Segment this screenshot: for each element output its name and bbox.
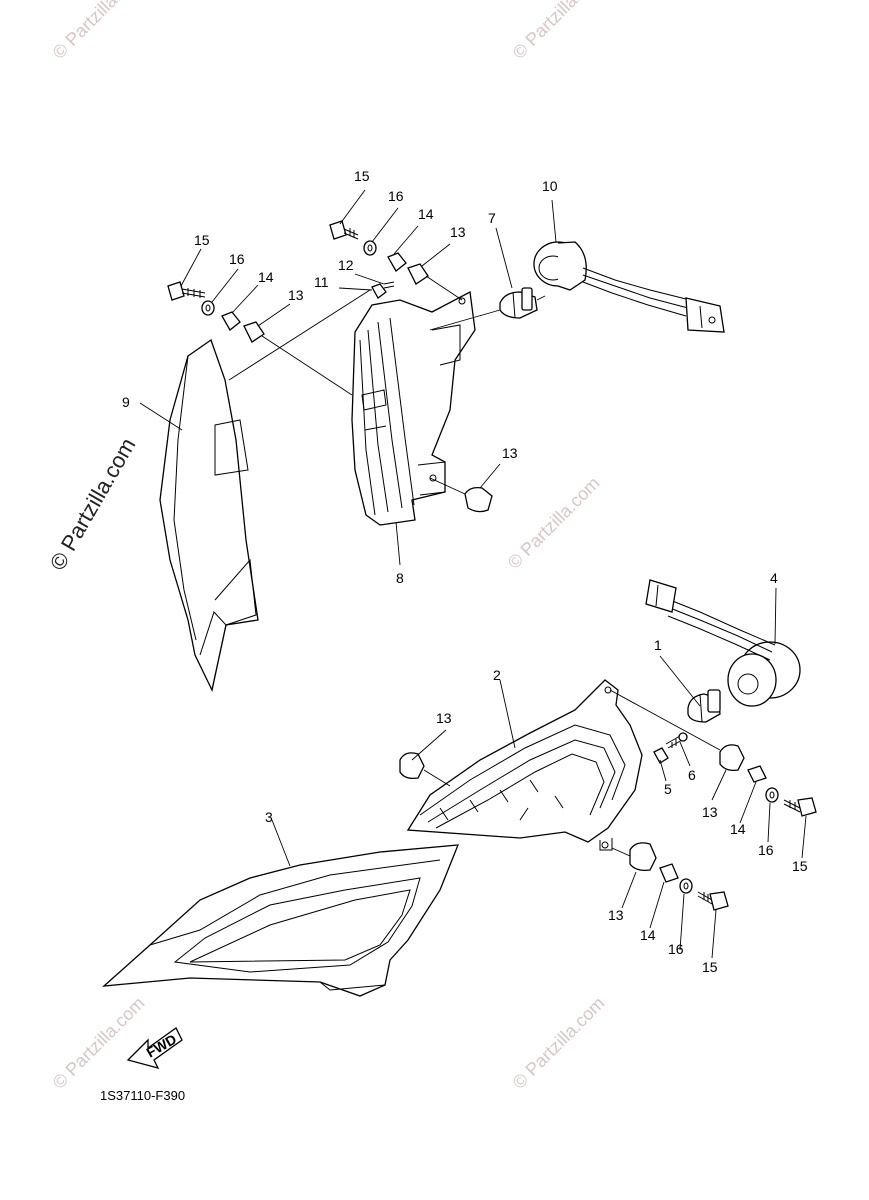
callout-14: 14	[418, 206, 434, 222]
part-10-socket-upper	[533, 241, 725, 333]
callout-12: 12	[338, 257, 354, 273]
callout-2: 2	[493, 667, 501, 683]
part-5-6-clip-screw	[653, 732, 688, 764]
upper-hardware-right	[329, 220, 429, 299]
callout-13: 13	[288, 287, 304, 303]
part-4-socket-lower	[645, 579, 801, 707]
grommet-13-lower-a	[399, 752, 425, 780]
callout-16: 16	[758, 842, 774, 858]
callout-16: 16	[668, 941, 684, 957]
leader-lines-upper	[139, 189, 557, 566]
callout-7: 7	[488, 210, 496, 226]
callout-14: 14	[730, 821, 746, 837]
watermark-main: © Partzilla.com	[45, 434, 141, 575]
part-3-cover-lower	[102, 844, 459, 997]
lower-hardware-row1	[719, 744, 817, 817]
callout-13: 13	[702, 804, 718, 820]
bolt-15-head-a	[167, 281, 185, 301]
watermark-top-left: © Partzilla.com	[49, 0, 149, 63]
grommet-13-a	[243, 321, 265, 343]
grommet-13-upper-b	[464, 486, 493, 513]
callout-13: 13	[608, 907, 624, 923]
callout-15: 15	[354, 168, 370, 184]
callout-5: 5	[664, 781, 672, 797]
callout-9: 9	[122, 394, 130, 410]
callout-6: 6	[688, 767, 696, 783]
upper-hardware-left	[167, 281, 265, 343]
part-9-cover	[159, 338, 259, 692]
callout-15: 15	[194, 232, 210, 248]
callout-14: 14	[258, 269, 274, 285]
callout-16: 16	[388, 188, 404, 204]
leader-lines-lower	[271, 587, 807, 959]
callout-11: 11	[314, 274, 329, 290]
callout-labels: 15 16 14 13 15 16 14 13 12 11 7 10 9 13 …	[122, 168, 808, 975]
callout-4: 4	[770, 570, 778, 586]
watermark-mid-right: © Partzilla.com	[504, 473, 604, 573]
callout-13: 13	[502, 445, 518, 461]
callout-10: 10	[542, 178, 558, 194]
watermark-top-right: © Partzilla.com	[509, 0, 609, 63]
collar-14-a	[221, 311, 241, 331]
watermark-bottom-left: © Partzilla.com	[49, 993, 149, 1093]
washer-16-a	[201, 300, 215, 316]
callout-14: 14	[640, 927, 656, 943]
fwd-arrow-icon: FWD	[126, 1027, 183, 1069]
part-1-bulb-lower	[687, 689, 721, 723]
callout-1: 1	[654, 637, 662, 653]
callout-13: 13	[436, 710, 452, 726]
watermark-bottom-right: © Partzilla.com	[509, 993, 609, 1093]
part-8-lamp-upper	[351, 290, 476, 526]
clip-11	[371, 283, 387, 299]
callout-15: 15	[792, 858, 808, 874]
callout-15: 15	[702, 959, 718, 975]
callout-16: 16	[229, 251, 245, 267]
lower-hardware-row2	[629, 842, 729, 911]
callout-8: 8	[396, 570, 404, 586]
part-2-lamp-lower	[406, 679, 643, 851]
callout-13: 13	[450, 224, 466, 240]
part-7-bulb-upper	[499, 287, 538, 319]
diagram-code: 1S37110-F390	[100, 1088, 185, 1103]
callout-3: 3	[265, 809, 273, 825]
